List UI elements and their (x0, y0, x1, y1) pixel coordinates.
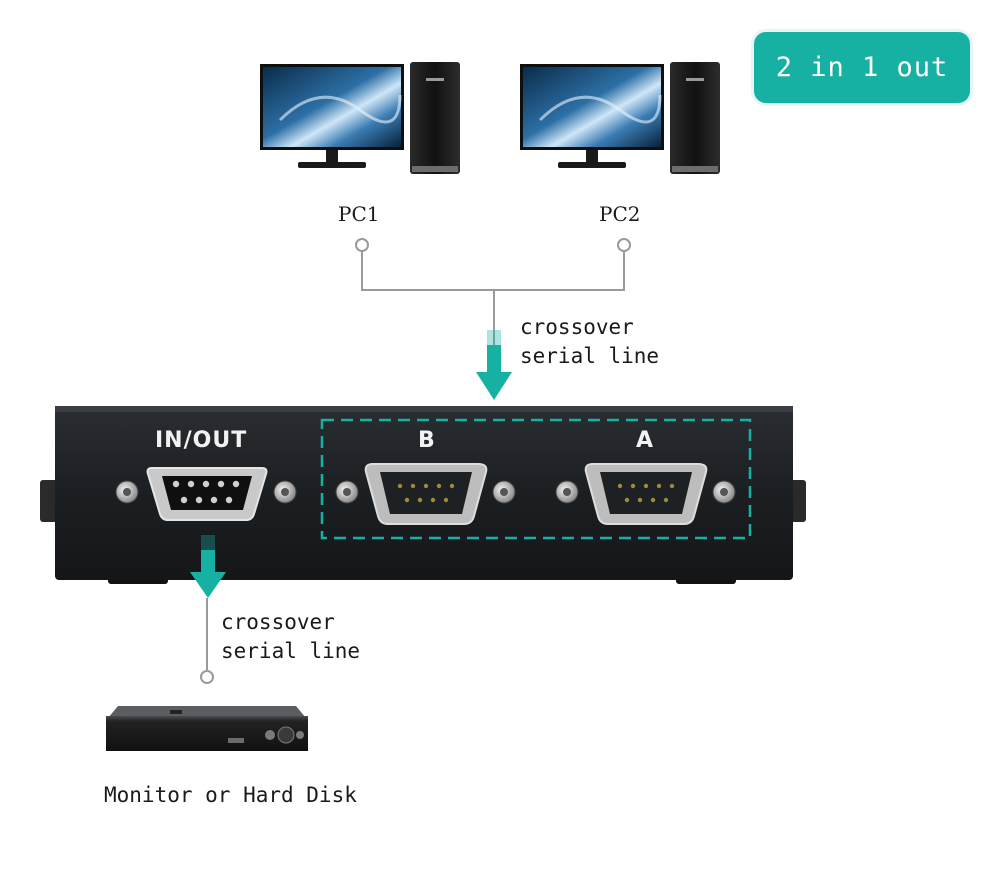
down-arrow-icon (476, 330, 512, 400)
pc2-label: PC2 (599, 202, 641, 226)
in-out-db9-port (115, 467, 297, 521)
pc2-tower (670, 62, 720, 174)
lower-connector (190, 535, 226, 684)
pc1-connector-node (355, 238, 369, 252)
b-db9-port (335, 463, 516, 525)
pc2-monitor-screen (523, 67, 661, 147)
upper-connector (355, 238, 631, 400)
lower-link-caption-line2: serial line (221, 639, 361, 663)
a-port-label: A (636, 428, 655, 453)
monitor-hard-disk-device (106, 706, 308, 751)
pc2-monitor-base (558, 162, 626, 168)
b-port-label: B (418, 428, 436, 453)
device-caption: Monitor or Hard Disk (104, 783, 357, 807)
a-db9-port (555, 463, 736, 525)
lower-link-caption-line1: crossover (221, 610, 335, 634)
pc2-connector-node (617, 238, 631, 252)
pc1-monitor-screen (263, 67, 401, 147)
pc1-monitor-neck (326, 150, 338, 164)
pc1-monitor-base (298, 162, 366, 168)
serial-switch-box (40, 406, 806, 584)
upper-connector-line (361, 252, 625, 291)
in-out-port-label: IN/OUT (155, 428, 248, 453)
upper-link-caption-line1: crossover (520, 315, 634, 339)
output-ports-group-outline (320, 418, 752, 540)
left-side-knob (40, 480, 58, 522)
two-in-one-out-badge: 2 in 1 out (754, 32, 970, 103)
pc1-tower (410, 62, 460, 174)
upper-link-caption-line2: serial line (520, 344, 660, 368)
pc2-monitor-neck (586, 150, 598, 164)
down-arrow-icon (190, 535, 226, 598)
pc1-illustration (260, 62, 460, 174)
pc2-illustration (520, 62, 720, 174)
pc1-label: PC1 (338, 202, 380, 226)
device-connector-node (200, 670, 214, 684)
